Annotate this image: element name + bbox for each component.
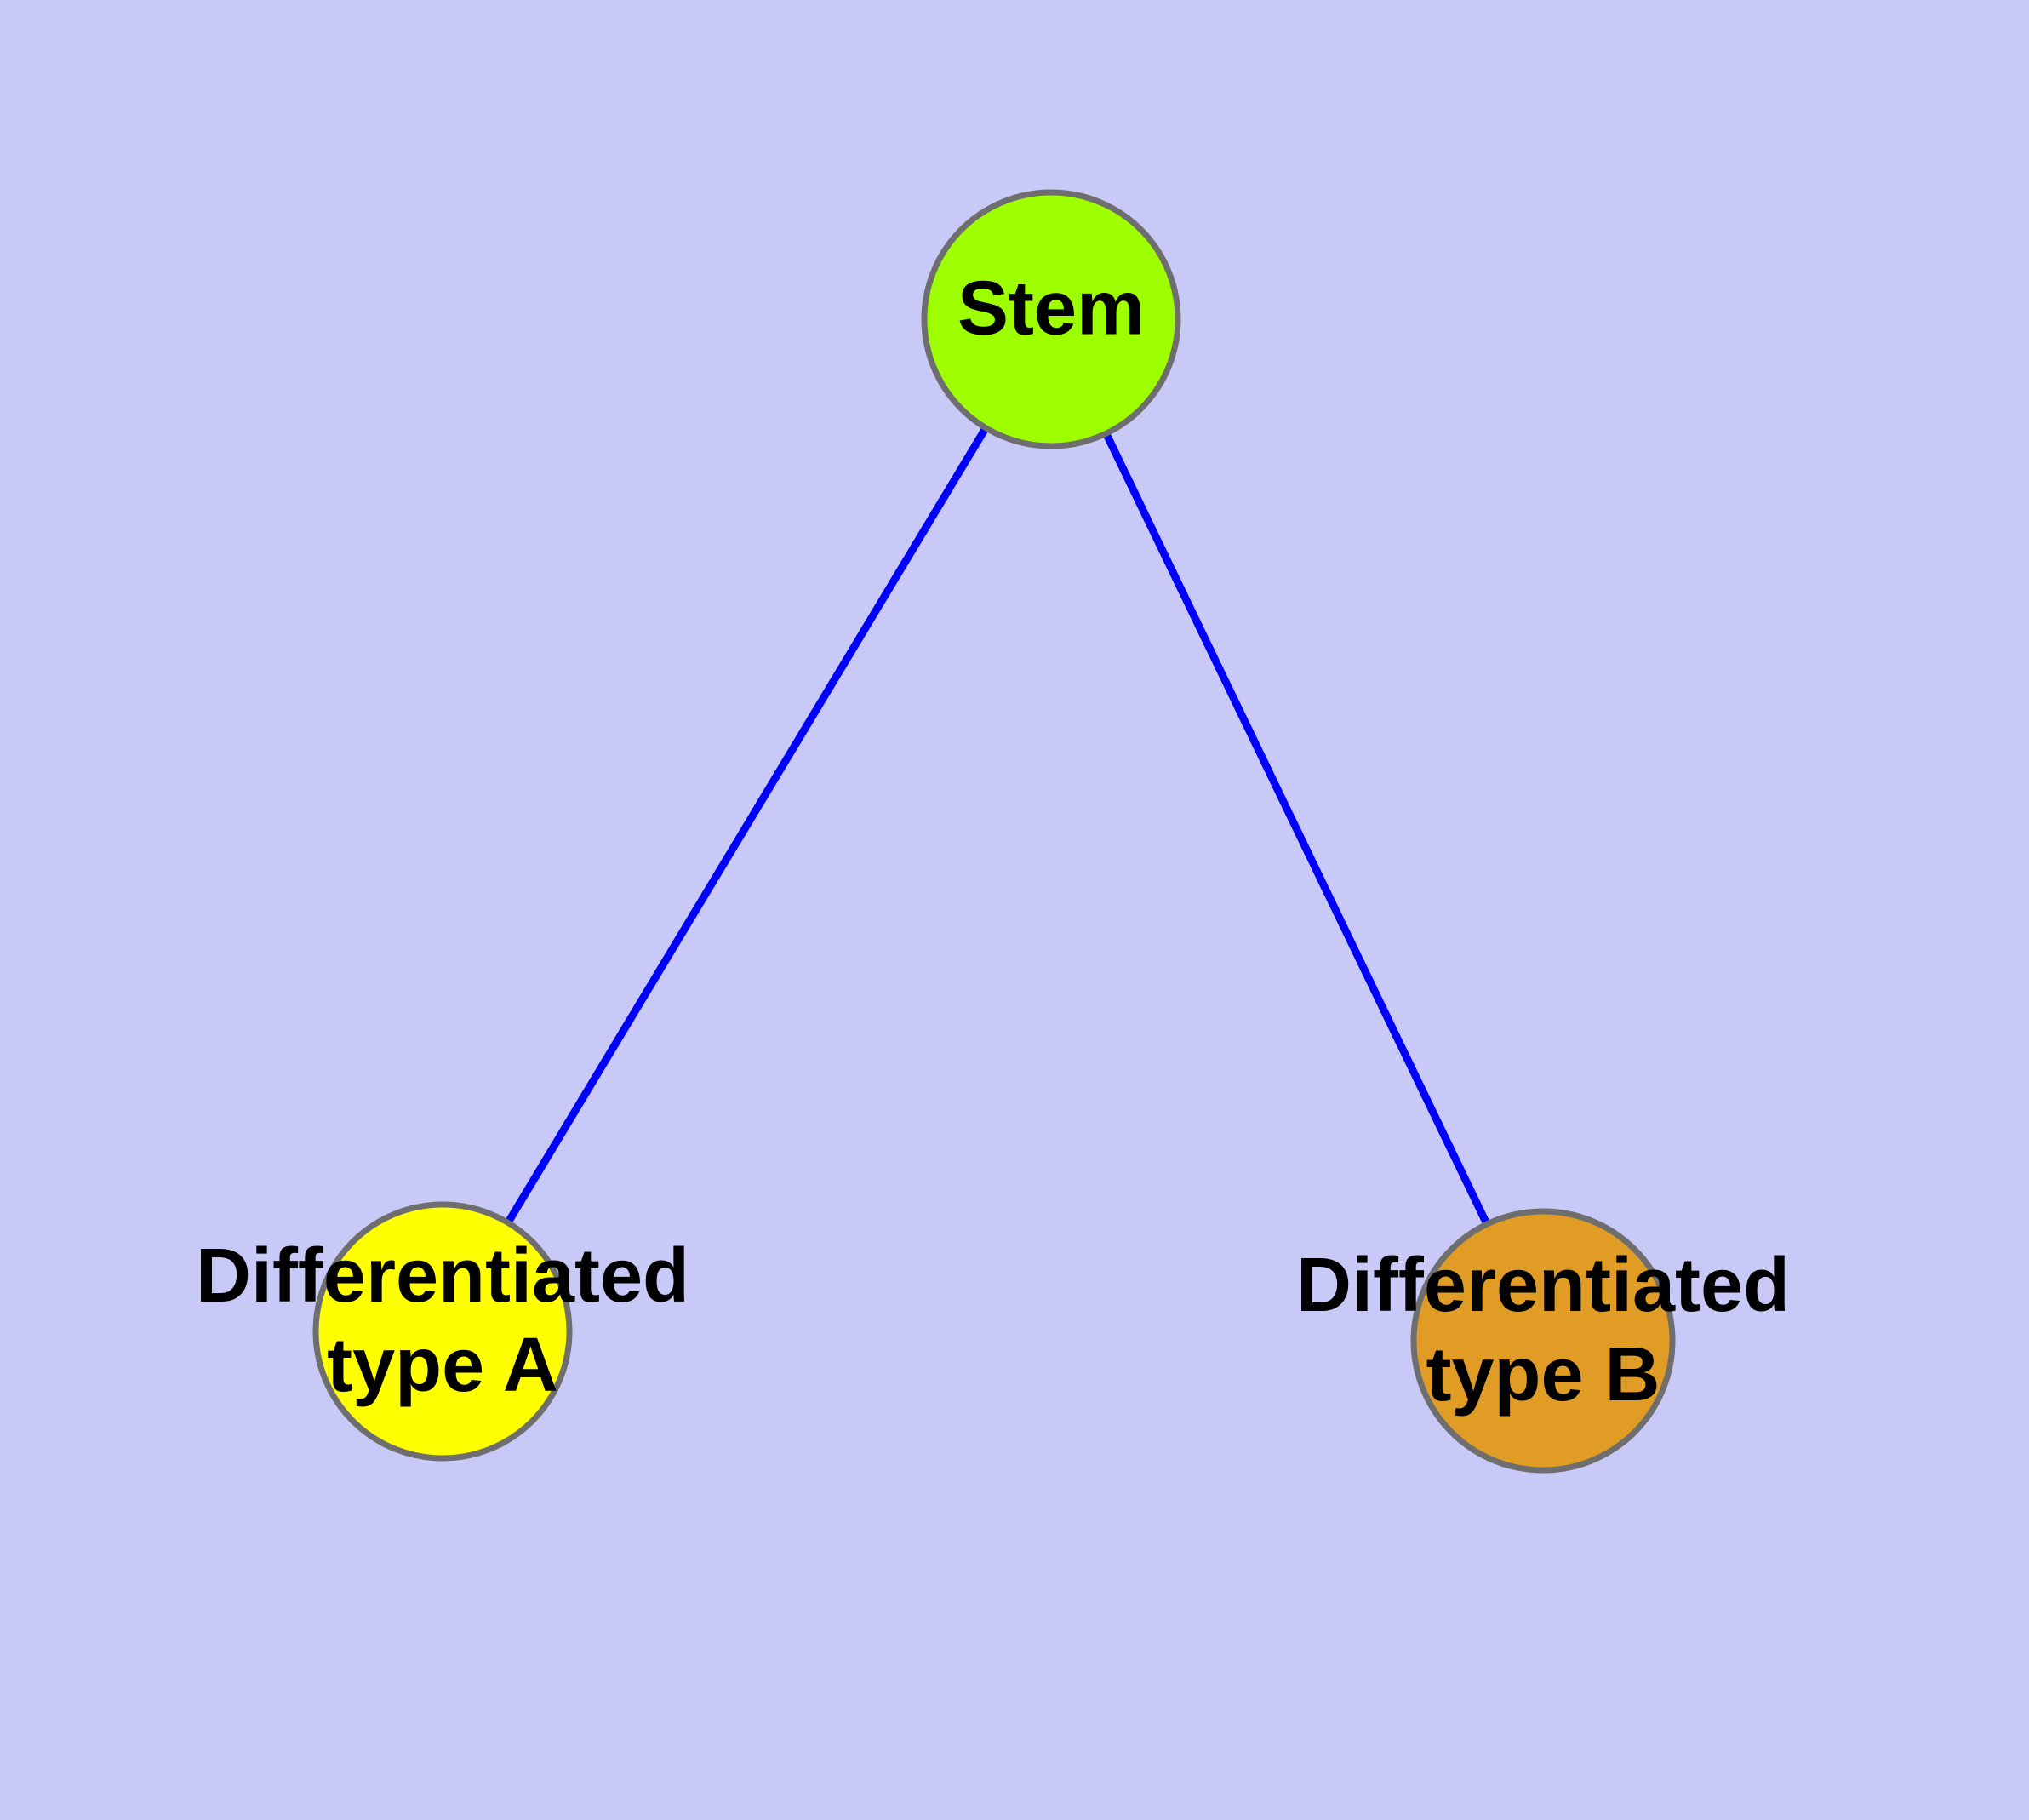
label-line: Differentiated: [1296, 1243, 1790, 1328]
graph-node-diff_b[interactable]: [1410, 1208, 1676, 1474]
edge-layer: [504, 426, 1491, 1227]
node-layer: [312, 189, 1676, 1474]
label-line: Differentiated: [196, 1233, 689, 1319]
label-line: type A: [327, 1323, 558, 1408]
graph-node-diff_a[interactable]: [312, 1201, 573, 1462]
label-line: Stem: [957, 266, 1145, 352]
graph-edge-stem-to-a[interactable]: [504, 426, 990, 1225]
graph-node-label-stem: Stem: [957, 266, 1145, 352]
label-line: type B: [1426, 1332, 1660, 1417]
graph-node-stem[interactable]: [921, 189, 1181, 449]
graph-edge-stem-to-b[interactable]: [1102, 432, 1491, 1227]
